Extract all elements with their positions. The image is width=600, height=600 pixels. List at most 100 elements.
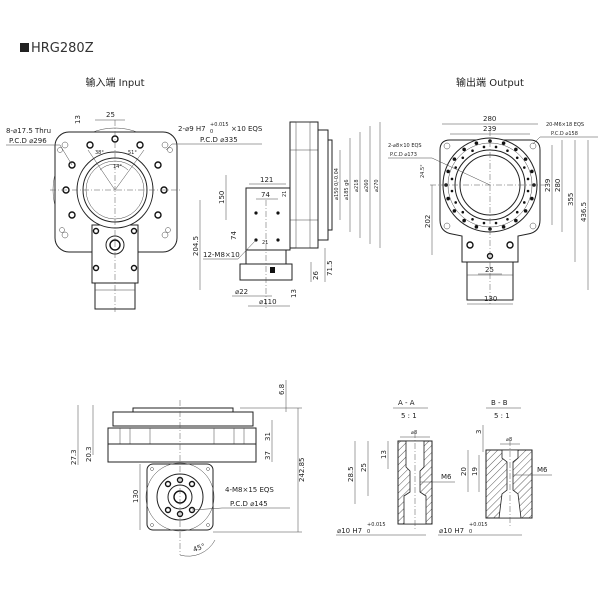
section-b-bore-tol-upper: +0.015 (469, 522, 488, 528)
tap-hole (494, 221, 498, 225)
angle-38: 38° (95, 150, 104, 156)
dim-20-3: 20.3 (85, 446, 93, 462)
section-b-bore-tol-lower: 0 (469, 529, 472, 535)
dim-13-side: 13 (290, 289, 298, 298)
dim-74-vertical: 74 (230, 231, 238, 240)
tap-hole (454, 201, 457, 204)
title-square-icon (20, 43, 29, 52)
tap-holes-note: 20-M6×18 EQS (546, 122, 584, 128)
dim-25-output: 25 (485, 266, 494, 274)
side-output-ring (317, 129, 329, 241)
dim-13: 13 (74, 115, 82, 124)
bottom-tap-holes-pcd: P.C.D ⌀145 (230, 500, 268, 508)
tap-hole (523, 157, 528, 161)
tap-hole (450, 177, 454, 181)
dim-436-5: 436.5 (580, 202, 588, 222)
section-b-scale: 5 : 1 (494, 412, 510, 420)
section-b-dim-20: 20 (460, 467, 468, 476)
dim-239-vertical: 239 (544, 179, 552, 192)
pin-holes-pcd: P.C.D ⌀335 (200, 136, 238, 144)
dim-150: 150 (218, 191, 226, 204)
angle-14: 14° (113, 164, 122, 170)
dim-21: 21 (282, 191, 288, 197)
tap-hole (462, 218, 466, 223)
dim-d270: ⌀270 (374, 179, 380, 192)
bottom-view: 6.8 27.3 20.3 31 37 242.85 130 4-M8×15 E… (70, 380, 306, 557)
input-bolt-holes (57, 135, 173, 272)
tap-hole (515, 210, 519, 214)
section-a-a: A - A 5 : 1 ⌀8 28.5 25 13 M6 ⌀10 H7 +0.0… (336, 399, 455, 536)
dim-d185: ⌀185 g6 (344, 180, 350, 201)
bottom-tap-holes-note: 4-M8×15 EQS (225, 486, 274, 494)
dim-204-5: 204.5 (192, 236, 200, 256)
tap-hole (474, 141, 479, 145)
tap-hole (501, 225, 506, 229)
tap-hole (501, 141, 506, 145)
dim-d260: ⌀260 (364, 179, 370, 192)
section-a-bore: ⌀10 H7 (337, 527, 362, 535)
tap-holes-note: 12-M8×10 (203, 251, 240, 259)
section-a-thread: M6 (441, 473, 452, 481)
section-a-bore-tol-lower: 0 (367, 529, 370, 535)
section-b-dim-3: 3 (475, 430, 483, 434)
through-holes-pcd: P.C.D ⌀296 (9, 137, 47, 145)
dim-121: 121 (260, 176, 273, 184)
section-b-b: B - B 5 : 1 ⌀8 3 20 19 M6 ⌀10 H7 +0.015 … (438, 399, 552, 536)
dim-355: 355 (567, 193, 575, 206)
section-a-bore-tol-upper: +0.015 (367, 522, 386, 528)
tap-hole (514, 218, 518, 223)
section-b-dim-19: 19 (471, 467, 479, 476)
dim-71-5: 71.5 (326, 260, 334, 276)
pin-holes-note-tail: ×10 EQS (231, 125, 263, 133)
bottom-body-lower (107, 443, 257, 463)
section-a-dim-28-5: 28.5 (347, 466, 355, 482)
tap-hole (450, 189, 454, 193)
pin-tol-upper: +0.015 (210, 122, 229, 128)
dim-6-8: 6.8 (278, 384, 286, 395)
pin-holes-note: 2-⌀8×10 EQS (388, 143, 422, 149)
output-disk (132, 407, 234, 413)
angle-24-5: 24.5° (420, 164, 426, 178)
tap-hole (482, 221, 486, 225)
dim-26: 26 (312, 271, 320, 280)
dim-d110: ⌀110 (259, 298, 277, 306)
tap-hole (471, 149, 474, 152)
output-view: 输出端 Output 280 239 20-M6×18 EQS P.C.D ⌀1… (388, 76, 598, 305)
section-b-thread: M6 (537, 466, 548, 474)
tap-hole (452, 157, 457, 161)
tap-hole (446, 169, 450, 174)
tap-hole (523, 209, 528, 213)
section-a-dim-13: 13 (380, 450, 388, 459)
section-a-scale: 5 : 1 (401, 412, 417, 420)
through-holes-note: 8-⌀17.5 Thru (6, 127, 51, 135)
input-view-title: 输入端 Input (85, 76, 144, 89)
dim-d22: ⌀22 (235, 288, 248, 296)
angle-45: 45° (192, 542, 206, 554)
dim-25: 25 (106, 111, 115, 119)
dim-d150: ⌀150 0/-0.04 (334, 168, 340, 200)
tap-hole (454, 166, 457, 169)
dim-130-bottom: 130 (132, 490, 140, 503)
tap-hole (526, 189, 530, 193)
tap-hole (514, 147, 518, 152)
pin-tol-lower: 0 (210, 129, 213, 135)
dim-21-lower: 21 (262, 240, 268, 246)
dim-37: 37 (264, 451, 272, 460)
input-view: 输入端 Input 13 25 8-⌀17.5 Thru P.C.D ⌀2 (6, 76, 263, 312)
dim-31: 31 (264, 432, 272, 441)
section-b-bore: ⌀10 H7 (439, 527, 464, 535)
tap-hole (452, 209, 457, 213)
dim-d218: ⌀218 (354, 179, 360, 192)
tap-hole (526, 177, 530, 181)
tap-hole (462, 147, 466, 152)
dim-130-output: 130 (484, 295, 497, 303)
pin-holes-note: 2-⌀9 H7 (178, 125, 206, 133)
angle-51: 51° (128, 150, 137, 156)
dim-74: 74 (261, 191, 270, 199)
tap-hole (506, 149, 509, 152)
dim-239: 239 (483, 125, 496, 133)
tap-hole (482, 145, 486, 149)
side-flange (289, 121, 319, 249)
